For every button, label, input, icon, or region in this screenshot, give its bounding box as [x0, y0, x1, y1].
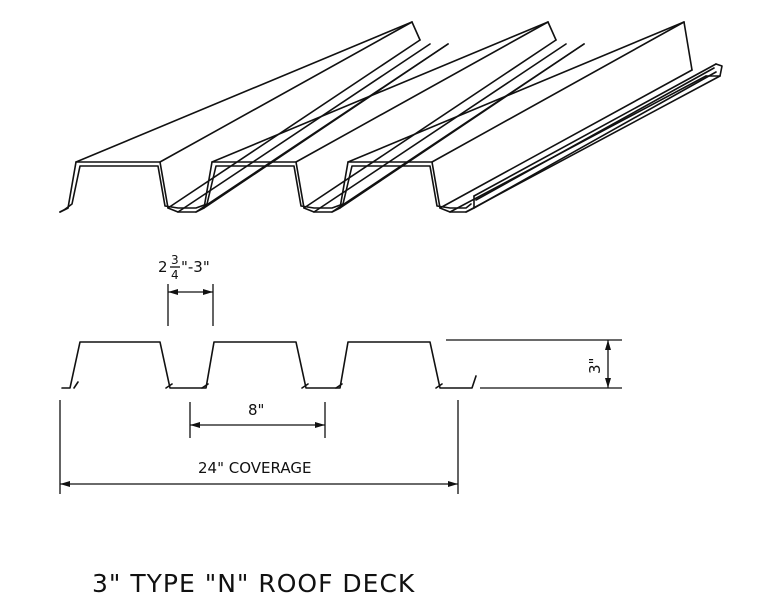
rib-opening-frac-num: 3: [171, 253, 179, 267]
drawing-title: 3" TYPE "N" ROOF DECK: [92, 569, 415, 598]
rib-opening-whole: 2: [158, 258, 168, 276]
deck-profile-section: [61, 341, 477, 389]
rib-spacing-label: 8": [248, 401, 264, 419]
rib-opening-rest: "-3": [181, 258, 210, 276]
isometric-deck-view: [59, 21, 723, 213]
dimension-coverage: 24" COVERAGE: [59, 400, 459, 494]
rib-opening-frac-den: 4: [171, 268, 179, 282]
profile-outline: [61, 341, 477, 389]
depth-label: 3": [586, 358, 604, 374]
coverage-label: 24" COVERAGE: [198, 459, 311, 477]
dimension-rib-spacing: 8": [189, 401, 326, 438]
iso-front-profile: [59, 161, 475, 213]
dimension-depth: 3": [446, 339, 622, 389]
dimension-rib-opening: 2 3 4 "-3": [158, 253, 214, 326]
iso-front-profile-inner: [63, 165, 472, 211]
